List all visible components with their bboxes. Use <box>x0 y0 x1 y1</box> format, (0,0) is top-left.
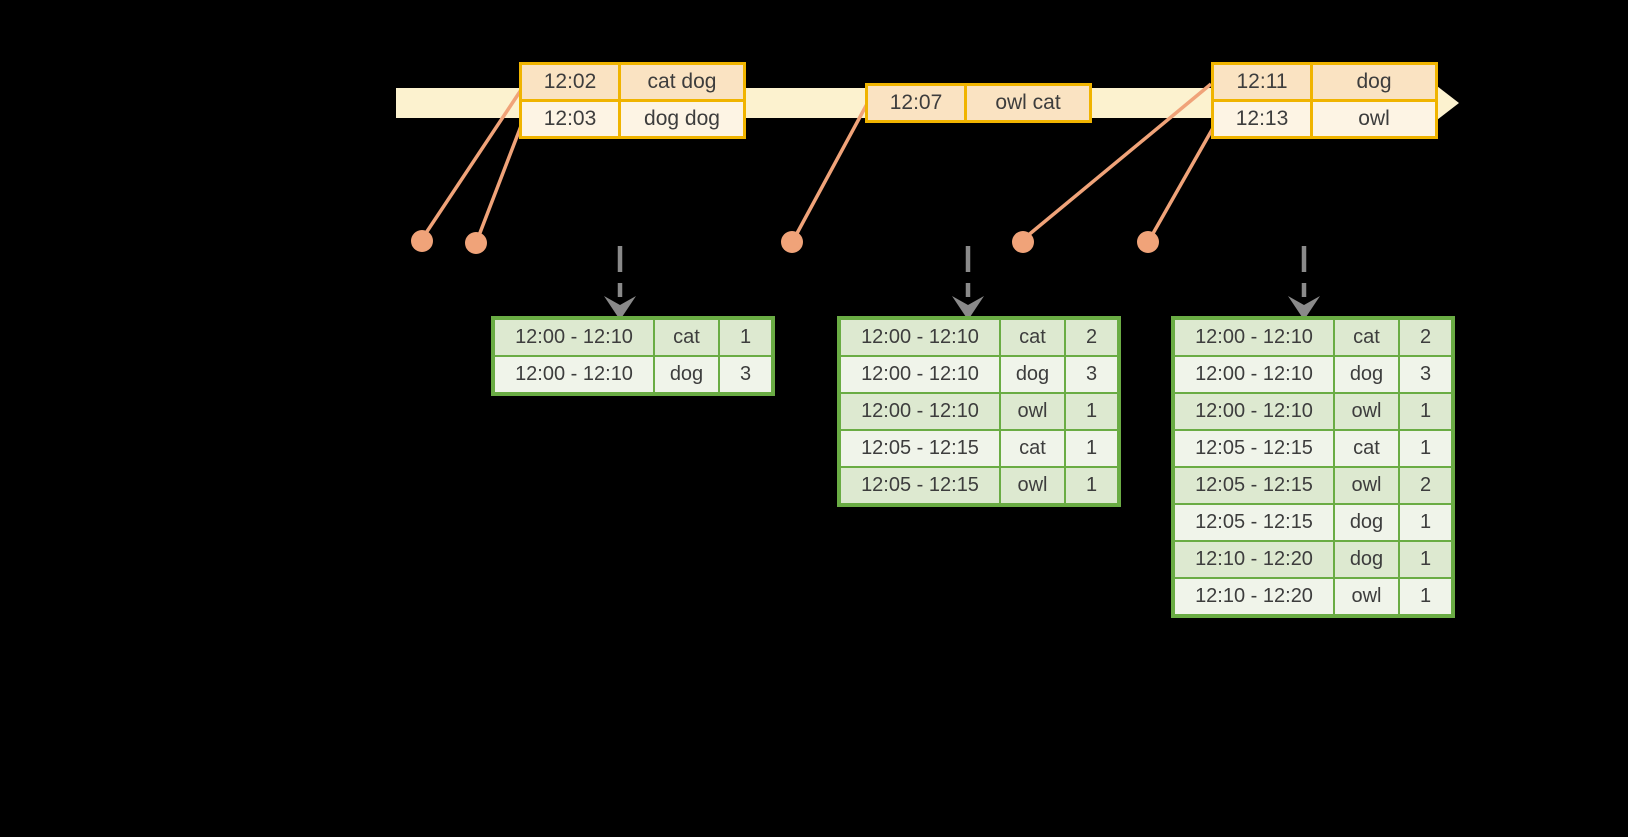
table-cell: 1 <box>1400 431 1451 466</box>
table-cell: dog <box>1335 357 1398 392</box>
table-cell: 2 <box>1400 320 1451 355</box>
event-dot <box>465 232 487 254</box>
connector-line <box>1024 82 1213 239</box>
table-cell: 12:05 - 12:15 <box>1175 505 1333 540</box>
event-dots <box>411 230 1159 254</box>
connector-line <box>1149 127 1215 238</box>
table-cell: owl <box>1335 468 1398 503</box>
table-cell: dog <box>655 357 718 392</box>
table-cell: cat <box>1335 320 1398 355</box>
table-cell: 12:00 - 12:10 <box>841 357 999 392</box>
table-cell: owl <box>1001 394 1064 429</box>
trigger-arrow-lines <box>617 246 1307 297</box>
connector-line <box>793 103 869 238</box>
table-cell: 1 <box>1400 505 1451 540</box>
table-cell: 1 <box>1400 394 1451 429</box>
table-cell: 12:02 <box>522 65 618 99</box>
table-cell: cat <box>1001 320 1064 355</box>
table-cell: 1 <box>1066 431 1117 466</box>
table-cell: 1 <box>1400 579 1451 614</box>
trigger-arrowheads <box>604 296 1320 320</box>
table-cell: 2 <box>1400 468 1451 503</box>
table-cell: 12:00 - 12:10 <box>495 357 653 392</box>
table-cell: owl <box>1313 102 1435 136</box>
table-cell: cat <box>655 320 718 355</box>
table-cell: cat <box>1335 431 1398 466</box>
table-cell: dog <box>1313 65 1435 99</box>
table-cell: 2 <box>1066 320 1117 355</box>
table-cell: 3 <box>1066 357 1117 392</box>
event-dot <box>1012 231 1034 253</box>
event-dot <box>1137 231 1159 253</box>
table-cell: 1 <box>1066 468 1117 503</box>
table-cell: 1 <box>1066 394 1117 429</box>
event-dot <box>411 230 433 252</box>
table-cell: dog <box>1335 542 1398 577</box>
event-dot <box>781 231 803 253</box>
event-connector-lines <box>422 82 1215 239</box>
table-cell: 3 <box>720 357 771 392</box>
table-cell: dog <box>1001 357 1064 392</box>
table-cell: 12:05 - 12:15 <box>1175 431 1333 466</box>
connector-line <box>476 125 523 239</box>
table-cell: owl <box>1001 468 1064 503</box>
table-cell: 12:03 <box>522 102 618 136</box>
table-cell: owl cat <box>967 86 1089 120</box>
table-cell: dog dog <box>621 102 743 136</box>
table-cell: 12:05 - 12:15 <box>841 431 999 466</box>
table-cell: cat dog <box>621 65 743 99</box>
table-cell: cat <box>1001 431 1064 466</box>
table-cell: owl <box>1335 579 1398 614</box>
table-cell: 12:13 <box>1214 102 1310 136</box>
table-cell: 12:10 - 12:20 <box>1175 542 1333 577</box>
table-cell: 12:05 - 12:15 <box>1175 468 1333 503</box>
table-cell: 12:00 - 12:10 <box>1175 357 1333 392</box>
table-cell: 12:05 - 12:15 <box>841 468 999 503</box>
table-cell: 12:11 <box>1214 65 1310 99</box>
connector-line <box>422 89 523 237</box>
arrow-down-icon <box>604 296 636 320</box>
table-cell: dog <box>1335 505 1398 540</box>
table-cell: 12:00 - 12:10 <box>495 320 653 355</box>
table-cell: owl <box>1335 394 1398 429</box>
table-cell: 1 <box>1400 542 1451 577</box>
table-cell: 12:00 - 12:10 <box>1175 320 1333 355</box>
table-cell: 12:10 - 12:20 <box>1175 579 1333 614</box>
table-cell: 12:00 - 12:10 <box>841 394 999 429</box>
arrow-down-icon <box>952 296 984 320</box>
table-cell: 12:00 - 12:10 <box>841 320 999 355</box>
table-cell: 1 <box>720 320 771 355</box>
table-cell: 3 <box>1400 357 1451 392</box>
table-cell: 12:00 - 12:10 <box>1175 394 1333 429</box>
arrow-down-icon <box>1288 296 1320 320</box>
table-cell: 12:07 <box>868 86 964 120</box>
